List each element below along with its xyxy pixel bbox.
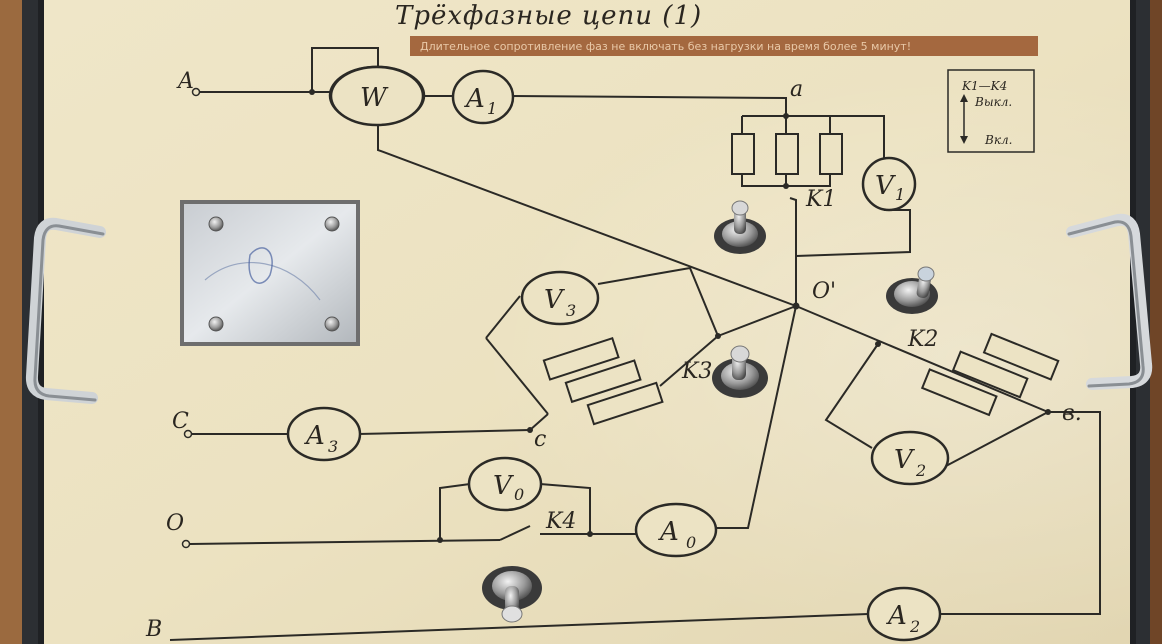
voltmeter-1-label: V [875, 171, 896, 201]
ammeter-a-label: A [464, 84, 485, 114]
terminal-c: C [172, 409, 193, 439]
node-c-label: c [534, 427, 546, 452]
switch-k2-label: K2 [907, 327, 938, 352]
resistor-bank-a [731, 133, 843, 175]
voltmeter-2-label: V [894, 445, 915, 475]
switch-legend: K1—K4 Выкл. Вкл. [947, 69, 1035, 153]
switch-k3-label: K3 [681, 359, 712, 384]
voltmeter-0-label: V [493, 471, 514, 501]
ammeter-b: A 2 [866, 586, 942, 642]
ammeter-b-label: A [886, 601, 907, 631]
junction-dots [309, 89, 1051, 543]
resistor-bank-b [920, 332, 1060, 417]
ammeter-o-label: A [658, 517, 679, 547]
toggle-switch-k1[interactable] [714, 200, 766, 254]
terminal-b: B [145, 617, 162, 642]
legend-up-label: Выкл. [974, 95, 1012, 109]
voltmeter-2: V 2 [870, 430, 950, 486]
left-handle [25, 217, 106, 404]
node-b-label: в. [1062, 401, 1082, 426]
resistor-bank-c [542, 336, 664, 426]
toggle-switch-k4[interactable] [482, 566, 542, 623]
wattmeter-label: W [360, 83, 389, 113]
terminal-o-label: O [166, 511, 184, 536]
voltmeter-1-sub: 1 [895, 185, 905, 204]
ammeter-a: A 1 [451, 69, 515, 125]
voltmeter-3-sub: 3 [566, 301, 576, 320]
voltmeter-2-sub: 2 [915, 461, 926, 480]
switch-k4-label: K4 [545, 509, 576, 534]
right-handle [1066, 213, 1153, 390]
node-a-label: a [790, 77, 803, 102]
terminal-b-label: B [145, 617, 162, 642]
toggle-switch-k2[interactable] [886, 266, 938, 314]
ammeter-c-label: A [304, 421, 325, 451]
ammeter-c-sub: 3 [328, 437, 338, 456]
ammeter-b-sub: 2 [909, 617, 920, 636]
terminal-a: A [176, 69, 201, 97]
terminal-o: O [166, 511, 191, 549]
terminal-a-label: A [176, 69, 194, 94]
voltmeter-3-label: V [544, 285, 565, 315]
voltmeter-1: V 1 [861, 156, 917, 212]
voltmeter-3: V 3 [520, 270, 600, 326]
ammeter-a-sub: 1 [487, 99, 497, 118]
warning-strip [410, 36, 1038, 56]
warning-text: Длительное сопротивление фаз не включать… [420, 40, 911, 53]
ammeter-c: A 3 [286, 406, 362, 462]
metal-cover-plate [180, 200, 360, 346]
legend-down-label: Вкл. [984, 133, 1012, 147]
legend-range: K1—K4 [961, 79, 1007, 93]
ammeter-o-sub: 0 [686, 533, 696, 552]
panel-title: Трёхфазные цепи (1) [395, 1, 702, 31]
voltmeter-0-sub: 0 [514, 485, 524, 504]
neutral-node-label: O' [812, 279, 836, 304]
switch-k1-label: K1 [805, 187, 836, 212]
voltmeter-0: V 0 [467, 456, 543, 512]
ammeter-o: A 0 [634, 502, 718, 558]
toggle-switch-k3[interactable] [712, 345, 768, 398]
terminal-c-label: C [172, 409, 189, 434]
wattmeter: W [328, 65, 426, 127]
